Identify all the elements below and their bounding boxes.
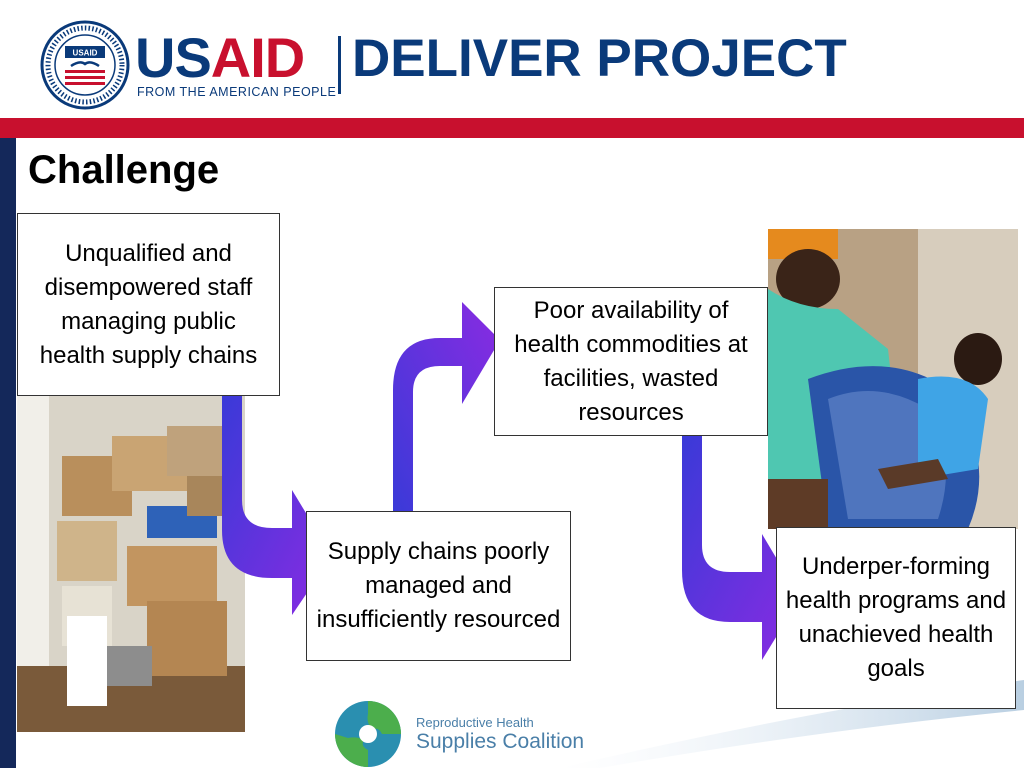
deliver-project-wordmark: DELIVER PROJECT (352, 29, 847, 88)
flow-box-programs: Underper-forming health programs and una… (776, 527, 1016, 709)
usaid-seal-icon: USAID (40, 20, 130, 110)
flow-box-availability-text: Poor availability of health commodities … (514, 296, 748, 426)
flow-box-staff: Unqualified and disempowered staff manag… (17, 213, 280, 396)
header: USAID USAID FROM THE AMERICAN PEOPLE DEL… (0, 0, 1024, 118)
arrow-staff-to-supply (222, 396, 332, 615)
rhsc-wordmark: Reproductive Health Supplies Coalition (416, 715, 585, 754)
usaid-aid: AID (210, 26, 305, 89)
usaid-tagline: FROM THE AMERICAN PEOPLE (137, 85, 337, 99)
header-divider (338, 36, 341, 94)
flow-box-supply-chains: Supply chains poorly managed and insuffi… (306, 511, 571, 661)
header-red-stripe (0, 118, 1024, 138)
flow-box-programs-text: Underper-forming health programs and una… (785, 553, 1007, 682)
left-blue-stripe (0, 138, 16, 768)
arrow-supply-to-availability (393, 302, 500, 512)
mother-child-photo (768, 229, 1018, 529)
flow-box-supply-chains-text: Supply chains poorly managed and insuffi… (316, 538, 561, 633)
usaid-wordmark: USAID (135, 30, 305, 86)
flow-box-staff-text: Unqualified and disempowered staff manag… (39, 239, 258, 369)
flow-box-availability: Poor availability of health commodities … (494, 287, 768, 436)
rhsc-line1: Reproductive Health (416, 715, 534, 730)
arrow-availability-to-programs (682, 436, 800, 660)
svg-text:USAID: USAID (73, 49, 98, 58)
rhsc-line2: Supplies Coalition (416, 730, 585, 754)
rhsc-puzzle-logo-icon (335, 701, 401, 767)
slide-title: Challenge (28, 148, 220, 192)
usaid-us: US (135, 26, 212, 89)
